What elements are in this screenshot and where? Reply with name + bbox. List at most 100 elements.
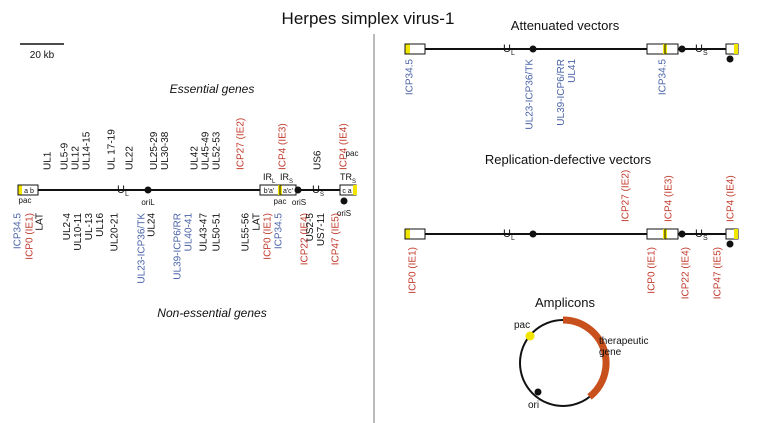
irs-label: IRS [280, 172, 293, 185]
essential-genes-heading: Essential genes [170, 82, 255, 96]
attenuated-trl-box [404, 43, 426, 55]
replication-deleted-gene-label: ICP47 (IE5) [713, 247, 724, 299]
replication-deleted-gene-labels: ICP27 (IE2) ICP4 (IE3) ICP4 (IE4) ICP0 (IE1… [408, 170, 737, 300]
attenuated-oril-dot [529, 45, 537, 53]
essential-gene-label: UL22 [125, 146, 136, 170]
oril-dot [144, 186, 152, 194]
replication-trs-yellow [734, 229, 738, 239]
attenuated-trl-yellow [405, 44, 410, 54]
replication-defective-vectors: Replication-defective vectors UL US ICP2… [404, 152, 739, 300]
nonessential-gene-label: ICP47 (IE5) [331, 213, 342, 265]
nonessential-gene-label: ICP22 (IE4) [300, 213, 311, 265]
replication-deleted-gene-label: ICP27 (IE2) [621, 170, 632, 222]
oris-mid-label: oriS [292, 198, 306, 207]
nonessential-genes-heading: Non-essential genes [157, 306, 266, 320]
essential-gene-label: US6 [313, 150, 324, 170]
trs-ca-label: c a [342, 188, 351, 195]
genome-ul-label: UL [117, 184, 129, 198]
oris-mid-dot [294, 186, 302, 194]
attenuated-trs-yellow [734, 44, 738, 54]
nonessential-gene-label: UL39-ICP6/RR [173, 213, 184, 280]
essential-gene-label: ICP27 (IE2) [236, 118, 247, 170]
nonessential-gene-label: UL20-21 [110, 213, 121, 252]
replication-trl-yellow [405, 229, 410, 239]
essential-gene-label: UL52-53 [212, 131, 223, 170]
nonessential-gene-label: ICP0 (IE1) [25, 213, 36, 260]
amplicon-ori-label: ori [528, 400, 539, 411]
nonessential-gene-label: UL10-11 [73, 213, 84, 251]
attenuated-irl-box [646, 43, 666, 55]
genome-us-label: US [312, 184, 324, 198]
trs-label: TRS [340, 172, 356, 185]
replication-deleted-gene-label: ICP4 (IE3) [664, 175, 675, 222]
amplicon-pac-label: pac [514, 320, 530, 331]
replication-ul-label: UL [503, 228, 515, 242]
trl-box [17, 184, 39, 196]
essential-gene-label: UL1 [43, 151, 54, 170]
attenuated-irs-box [664, 43, 679, 55]
nonessential-gene-label: UL40-41 [184, 213, 195, 252]
trl-ab-label: a b [24, 188, 34, 195]
replication-us-label: US [695, 228, 708, 242]
essential-gene-label: UL 17-19 [107, 129, 118, 170]
essential-gene-label: UL30-38 [160, 131, 171, 170]
nonessential-gene-label: ICP0 (IE1) [263, 213, 274, 260]
attenuated-deleted-gene-label: UL41 [567, 59, 578, 83]
nonessential-gene-label: UL24 [147, 213, 158, 237]
essential-gene-label: UL5-9 [60, 142, 71, 170]
oris-right-dot [340, 197, 348, 205]
replication-oris-right-dot [726, 240, 734, 248]
irs-apcp-label: a'c' [283, 188, 293, 195]
amplicon-pac-dot [525, 331, 535, 341]
attenuated-ul-label: UL [503, 43, 515, 57]
transgene-label-line: gene [599, 347, 622, 358]
nonessential-gene-label: UL2-4 [62, 213, 73, 241]
scale-bar-label: 20 kb [30, 50, 55, 61]
replication-irs-box [664, 228, 679, 240]
nonessential-gene-label: UL-13 [84, 213, 95, 241]
replication-deleted-gene-label: ICP0 (IE1) [647, 247, 658, 294]
nonessential-gene-label: ICP34.5 [274, 213, 285, 250]
nonessential-gene-label: US7-11 [316, 213, 327, 247]
essential-gene-label: ICP4 (IE3) [278, 123, 289, 170]
trs-yellow-band [353, 185, 357, 195]
essential-gene-label: ICP4 (IE4) [339, 123, 350, 170]
attenuated-deleted-gene-label: UL39-ICP6/RR [556, 59, 567, 126]
replication-irl-box [646, 228, 666, 240]
replication-title: Replication-defective vectors [485, 152, 652, 167]
essential-gene-label: UL45-49 [201, 131, 212, 170]
nonessential-gene-label: ICP34.5 [13, 213, 24, 250]
amplicons-title: Amplicons [535, 295, 595, 310]
replication-deleted-gene-label: ICP0 (IE1) [408, 247, 419, 294]
replication-oris-dot [678, 230, 686, 238]
figure-title: Herpes simplex virus-1 [282, 9, 455, 28]
nonessential-gene-label: UL50-51 [212, 213, 223, 252]
attenuated-us-label: US [695, 43, 708, 57]
attenuated-title: Attenuated vectors [511, 18, 620, 33]
essential-gene-label: UL14-15 [82, 131, 93, 170]
genome-map: Essential genes Non-essential genes a b … [13, 82, 359, 320]
attenuated-deleted-gene-label: UL23-ICP36/TK [525, 59, 536, 130]
nonessential-gene-label: US2-5 [305, 213, 316, 242]
therapeutic-gene-arc [562, 316, 610, 400]
irl-label: IRL [263, 172, 276, 185]
oril-label: oriL [141, 198, 155, 207]
oris-right-label: oriS [337, 209, 351, 218]
pac-mid-label: pac [274, 197, 287, 206]
essential-gene-label: UL25-29 [149, 131, 160, 170]
attenuated-oris-right-dot [726, 55, 734, 63]
pac-left-label: pac [19, 196, 32, 205]
attenuated-deleted-gene-label: ICP34.5 [658, 59, 669, 96]
nonessential-gene-label: UL16 [95, 213, 106, 237]
replication-deleted-gene-label: ICP4 (IE4) [726, 175, 737, 222]
attenuated-deleted-gene-label: ICP34.5 [405, 59, 416, 96]
nonessential-gene-label: LAT [252, 213, 263, 231]
trl-yellow-band [18, 185, 22, 195]
nonessential-gene-label: UL43-47 [199, 213, 210, 252]
